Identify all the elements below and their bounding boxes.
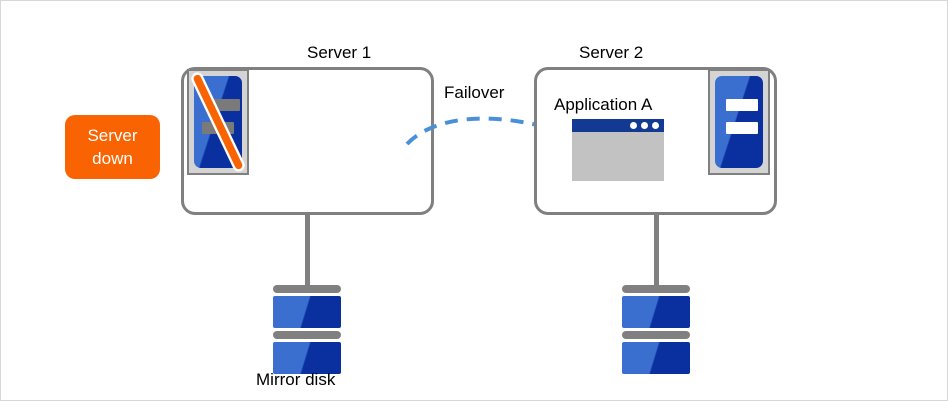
server1-disk-connector [305, 215, 310, 287]
server-active-icon [708, 69, 770, 175]
server-chassis [715, 76, 763, 168]
window-dot-icon [630, 122, 637, 129]
server-slot-bar [726, 99, 758, 111]
disk-plate [622, 331, 690, 339]
disk-plate [273, 331, 341, 339]
server2-title: Server 2 [579, 43, 644, 62]
application-window-titlebar [572, 119, 664, 132]
status-badge: Server down [65, 115, 160, 179]
disk-block [273, 342, 341, 374]
server-chassis [194, 76, 242, 168]
status-badge-line1: Server [87, 126, 138, 145]
server-disabled-icon [187, 69, 249, 175]
disk-block [622, 296, 690, 328]
status-badge-line2: down [92, 149, 133, 168]
server1-title: Server 1 [307, 43, 372, 62]
disk-plate [622, 285, 690, 293]
application-label: Application A [554, 95, 653, 114]
server-slot-bar [208, 99, 240, 111]
disk-plate [273, 285, 341, 293]
mirror-disk-icon [622, 285, 690, 374]
window-dot-icon [641, 122, 648, 129]
disk-block [622, 342, 690, 374]
server-slot-bar [726, 122, 758, 134]
window-dot-icon [652, 122, 659, 129]
server2-disk-connector [654, 215, 659, 287]
server-slot-bar [202, 122, 234, 134]
failover-label: Failover [444, 83, 505, 102]
mirror-disk-label: Mirror disk [256, 370, 336, 389]
mirror-disk-icon [273, 285, 341, 374]
disk-block [273, 296, 341, 328]
application-window-icon [572, 119, 664, 181]
